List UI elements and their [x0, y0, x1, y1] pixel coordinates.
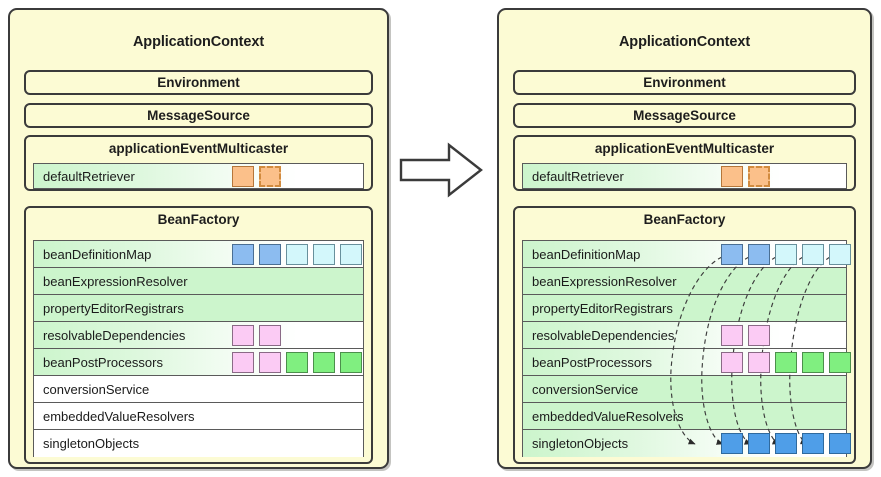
group-application-event-multicaster-before: applicationEventMulticaster defaultRetri…: [24, 135, 373, 191]
row-label-resolvable-dependencies: resolvableDependencies: [43, 327, 186, 343]
chip-singleton-bean: [721, 433, 743, 454]
chip-group-bean-post-processors: [232, 349, 362, 375]
chip-bean-definition: [232, 243, 254, 265]
chip-bean-definition: [286, 243, 308, 265]
panel-application-context-before: ApplicationContext Environment MessageSo…: [8, 8, 389, 469]
row-label-embedded-value-resolvers: embeddedValueResolvers: [43, 408, 195, 424]
row-label-singleton-objects: singletonObjects: [43, 436, 140, 451]
table-row: conversionService: [34, 376, 363, 403]
row-label-bean-expression-resolver: beanExpressionResolver: [532, 273, 677, 289]
rows-aem-after: defaultRetriever: [522, 163, 847, 189]
row-label-resolvable-dependencies: resolvableDependencies: [532, 327, 675, 343]
chip-orange-instance: [721, 165, 743, 187]
table-row: resolvableDependencies: [34, 322, 363, 349]
table-row: singletonObjects: [34, 430, 363, 457]
chip-dependency: [748, 324, 770, 346]
group-title-aem-before: applicationEventMulticaster: [108, 141, 289, 156]
table-row: beanDefinitionMap: [523, 241, 851, 268]
row-label-bean-post-processors: beanPostProcessors: [532, 354, 652, 370]
group-bean-factory-before: BeanFactory beanDefinitionMap beanExpres…: [24, 206, 373, 464]
row-label-default-retriever-before: defaultRetriever: [43, 168, 135, 184]
chip-group-bean-definition-map: [232, 241, 362, 267]
chip-singleton-bean: [802, 433, 824, 454]
chip-post-processor: [313, 351, 335, 373]
chip-bean-definition: [313, 243, 335, 265]
chip-group-resolvable-dependencies: [721, 322, 770, 348]
chip-singleton-bean: [748, 433, 770, 454]
table-row: defaultRetriever: [523, 164, 846, 188]
chip-post-processor: [748, 351, 770, 373]
row-label-bean-definition-map: beanDefinitionMap: [43, 246, 152, 262]
chip-dependency: [721, 324, 743, 346]
chip-group-singleton-objects: [721, 430, 851, 457]
chip-group-default-retriever-after: [721, 164, 770, 188]
row-label-bean-post-processors: beanPostProcessors: [43, 354, 163, 370]
chip-singleton-bean: [829, 433, 851, 454]
box-message-source-after: MessageSource: [513, 103, 856, 128]
chip-bean-definition: [775, 243, 797, 265]
chip-dependency: [259, 324, 281, 346]
box-message-source-before: MessageSource: [24, 103, 373, 128]
chip-post-processor: [232, 351, 254, 373]
row-label-property-editor-registrars: propertyEditorRegistrars: [43, 300, 184, 316]
group-title-bean-factory-before: BeanFactory: [157, 212, 240, 227]
chip-group-resolvable-dependencies: [232, 322, 281, 348]
chip-orange-placeholder-icon: [748, 165, 770, 187]
chip-bean-definition: [802, 243, 824, 265]
row-label-bean-expression-resolver: beanExpressionResolver: [43, 273, 188, 289]
box-environment-after: Environment: [513, 70, 856, 95]
box-environment-before: Environment: [24, 70, 373, 95]
table-row: embeddedValueResolvers: [523, 403, 846, 430]
group-application-event-multicaster-after: applicationEventMulticaster defaultRetri…: [513, 135, 856, 191]
table-row: embeddedValueResolvers: [34, 403, 363, 430]
chip-post-processor: [802, 351, 824, 373]
rows-bean-factory-before: beanDefinitionMap beanExpressionResolver…: [33, 240, 364, 457]
right-arrow-icon: [399, 142, 483, 198]
chip-group-default-retriever-before: [232, 164, 281, 188]
chip-dependency: [232, 324, 254, 346]
chip-group-bean-definition-map: [721, 241, 851, 267]
row-label-embedded-value-resolvers: embeddedValueResolvers: [532, 408, 684, 424]
table-row: propertyEditorRegistrars: [523, 295, 846, 322]
table-row: defaultRetriever: [34, 164, 363, 188]
table-row: resolvableDependencies: [523, 322, 846, 349]
rows-bean-factory-after: beanDefinitionMap beanExpressionResolver…: [522, 240, 851, 457]
page-title-after: ApplicationContext: [618, 34, 751, 50]
rows-aem-before: defaultRetriever: [33, 163, 364, 189]
chip-bean-definition: [748, 243, 770, 265]
table-row: singletonObjects: [523, 430, 851, 457]
group-title-bean-factory-after: BeanFactory: [643, 212, 726, 227]
chip-post-processor: [286, 351, 308, 373]
row-label-singleton-objects: singletonObjects: [532, 436, 629, 451]
page-title-before: ApplicationContext: [132, 34, 265, 50]
table-row: beanDefinitionMap: [34, 241, 363, 268]
chip-group-bean-post-processors: [721, 349, 851, 375]
table-row: conversionService: [523, 376, 846, 403]
chip-bean-definition: [829, 243, 851, 265]
chip-post-processor: [775, 351, 797, 373]
chip-bean-definition: [340, 243, 362, 265]
row-label-property-editor-registrars: propertyEditorRegistrars: [532, 300, 673, 316]
chip-bean-definition: [259, 243, 281, 265]
chip-post-processor: [721, 351, 743, 373]
table-row: beanExpressionResolver: [34, 268, 363, 295]
table-row: propertyEditorRegistrars: [34, 295, 363, 322]
row-label-bean-definition-map: beanDefinitionMap: [532, 246, 641, 262]
row-label-conversion-service: conversionService: [43, 381, 150, 397]
chip-orange-instance: [232, 165, 254, 187]
chip-singleton-bean: [775, 433, 797, 454]
group-title-aem-after: applicationEventMulticaster: [594, 141, 775, 156]
chip-orange-placeholder-icon: [259, 165, 281, 187]
row-label-conversion-service: conversionService: [532, 381, 639, 397]
chip-post-processor: [259, 351, 281, 373]
chip-bean-definition: [721, 243, 743, 265]
table-row: beanPostProcessors: [34, 349, 363, 376]
chip-post-processor: [340, 351, 362, 373]
table-row: beanPostProcessors: [523, 349, 851, 376]
panel-application-context-after: ApplicationContext Environment MessageSo…: [497, 8, 872, 469]
row-label-default-retriever-after: defaultRetriever: [532, 168, 624, 184]
group-bean-factory-after: BeanFactory beanDefinitionMap beanExpres…: [513, 206, 856, 464]
chip-post-processor: [829, 351, 851, 373]
table-row: beanExpressionResolver: [523, 268, 846, 295]
